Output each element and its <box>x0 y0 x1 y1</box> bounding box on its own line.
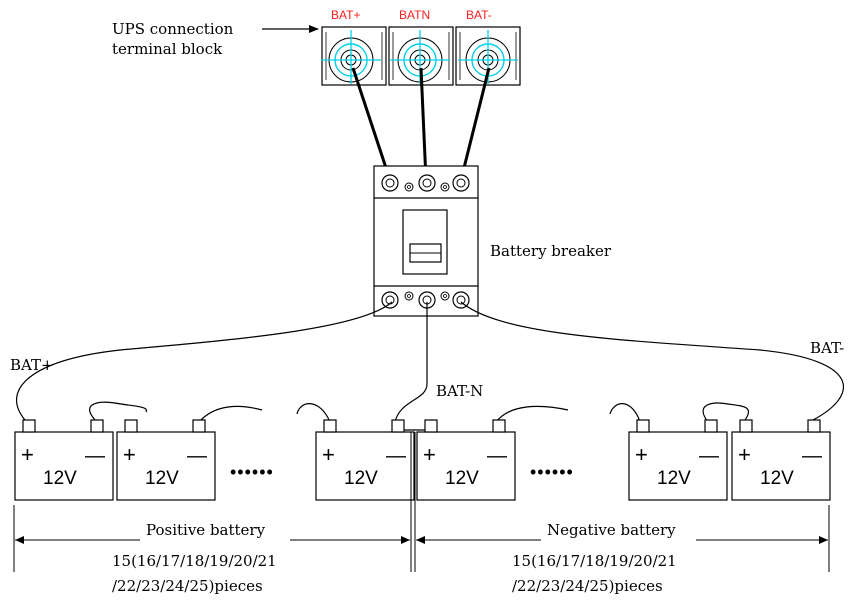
negative-group-dimension: Negative battery 15(16/17/18/19/20/21 /2… <box>416 505 830 595</box>
ups-label-line-2: terminal block <box>112 40 223 58</box>
negative-group-name: Negative battery <box>547 521 676 539</box>
negative-ellipsis: •••••• <box>530 462 574 482</box>
battery-plus-sign: + <box>423 442 436 467</box>
battery-12v: + — 12V <box>116 419 216 501</box>
battery-negative-post <box>492 419 506 433</box>
cable-bat-minus <box>460 301 844 421</box>
battery-positive-post <box>323 419 337 433</box>
cable-label-bat-minus: BAT- <box>810 339 844 357</box>
battery-12v: + — 12V <box>628 419 728 501</box>
breaker-window <box>402 209 448 275</box>
battery-minus-sign: — <box>699 445 719 467</box>
battery-voltage: 12V <box>657 468 691 489</box>
cable-label-bat-n: BAT-N <box>436 382 483 400</box>
ups-terminal-label: UPS connection terminal block <box>112 20 319 58</box>
battery-plus-sign: + <box>635 442 648 467</box>
terminal-label-bat-minus: BAT- <box>466 8 492 22</box>
battery-voltage: 12V <box>43 468 77 489</box>
battery-voltage: 12V <box>344 468 378 489</box>
breaker-terminal-bottom <box>381 291 399 309</box>
breaker-screw <box>440 182 450 192</box>
cable-batn-upper <box>419 67 428 181</box>
terminal-label-bat-plus: BAT+ <box>331 8 360 22</box>
jumper-wire <box>495 405 569 423</box>
battery-12v: + — 12V <box>315 419 415 501</box>
jumper-wire <box>702 402 750 423</box>
battery-voltage: 12V <box>445 468 479 489</box>
battery-voltage: 12V <box>145 468 179 489</box>
cable-bat-plus <box>15 301 393 421</box>
jumper-wire <box>296 403 331 423</box>
terminal-stud-bat-plus <box>321 26 387 86</box>
breaker-terminal-top <box>381 174 399 192</box>
cable-bat-minus-upper <box>459 67 491 181</box>
breaker-label: Battery breaker <box>490 242 612 260</box>
battery-positive-post <box>124 419 138 433</box>
battery-plus-sign: + <box>123 442 136 467</box>
battery-negative-post <box>391 419 405 433</box>
battery-minus-sign: — <box>487 445 507 467</box>
positive-count-line-1: 15(16/17/18/19/20/21 <box>112 552 277 570</box>
positive-count-line-2: /22/23/24/25)pieces <box>112 577 263 595</box>
battery-negative-post <box>704 419 718 433</box>
jumper-wire <box>89 401 148 423</box>
cable-bat-plus-upper <box>351 67 392 181</box>
battery-plus-sign: + <box>322 442 335 467</box>
positive-group-name: Positive battery <box>146 521 266 539</box>
battery-minus-sign: — <box>802 445 822 467</box>
breaker-terminal-bottom <box>452 291 470 309</box>
battery-positive-post <box>22 419 36 433</box>
breaker-screw <box>404 182 414 192</box>
battery-positive-post <box>739 419 753 433</box>
battery-voltage: 12V <box>760 468 794 489</box>
jumper-wire <box>609 403 641 423</box>
battery-positive-post <box>424 419 438 433</box>
ups-label-line-1: UPS connection <box>112 20 234 38</box>
terminal-label-batn: BATN <box>399 8 430 22</box>
positive-ellipsis: •••••• <box>230 462 274 482</box>
cable-bat-n <box>394 302 428 423</box>
battery-negative-post <box>807 419 821 433</box>
breaker-terminal-top <box>452 174 470 192</box>
jumper-wire <box>198 405 263 423</box>
battery-positive-post <box>636 419 650 433</box>
battery-12v: + — 12V <box>731 419 831 501</box>
breaker-screw <box>404 291 414 301</box>
cable-label-bat-plus: BAT+ <box>10 356 54 374</box>
battery-breaker <box>373 165 479 317</box>
battery-negative-post <box>90 419 104 433</box>
breaker-terminal-top <box>418 174 436 192</box>
battery-plus-sign: + <box>738 442 751 467</box>
battery-12v: + — 12V <box>14 419 114 501</box>
positive-group-dimension: Positive battery 15(16/17/18/19/20/21 /2… <box>13 505 410 595</box>
battery-minus-sign: — <box>386 445 406 467</box>
breaker-screw <box>440 291 450 301</box>
battery-minus-sign: — <box>85 445 105 467</box>
negative-count-line-2: /22/23/24/25)pieces <box>512 577 663 595</box>
negative-count-line-1: 15(16/17/18/19/20/21 <box>512 552 677 570</box>
battery-minus-sign: — <box>187 445 207 467</box>
battery-row: + — 12V + — 12V + — 12V + — 12V + — 12V + — 12V <box>14 419 831 501</box>
battery-12v: + — 12V <box>416 419 516 501</box>
battery-plus-sign: + <box>21 442 34 467</box>
battery-negative-post <box>192 419 206 433</box>
